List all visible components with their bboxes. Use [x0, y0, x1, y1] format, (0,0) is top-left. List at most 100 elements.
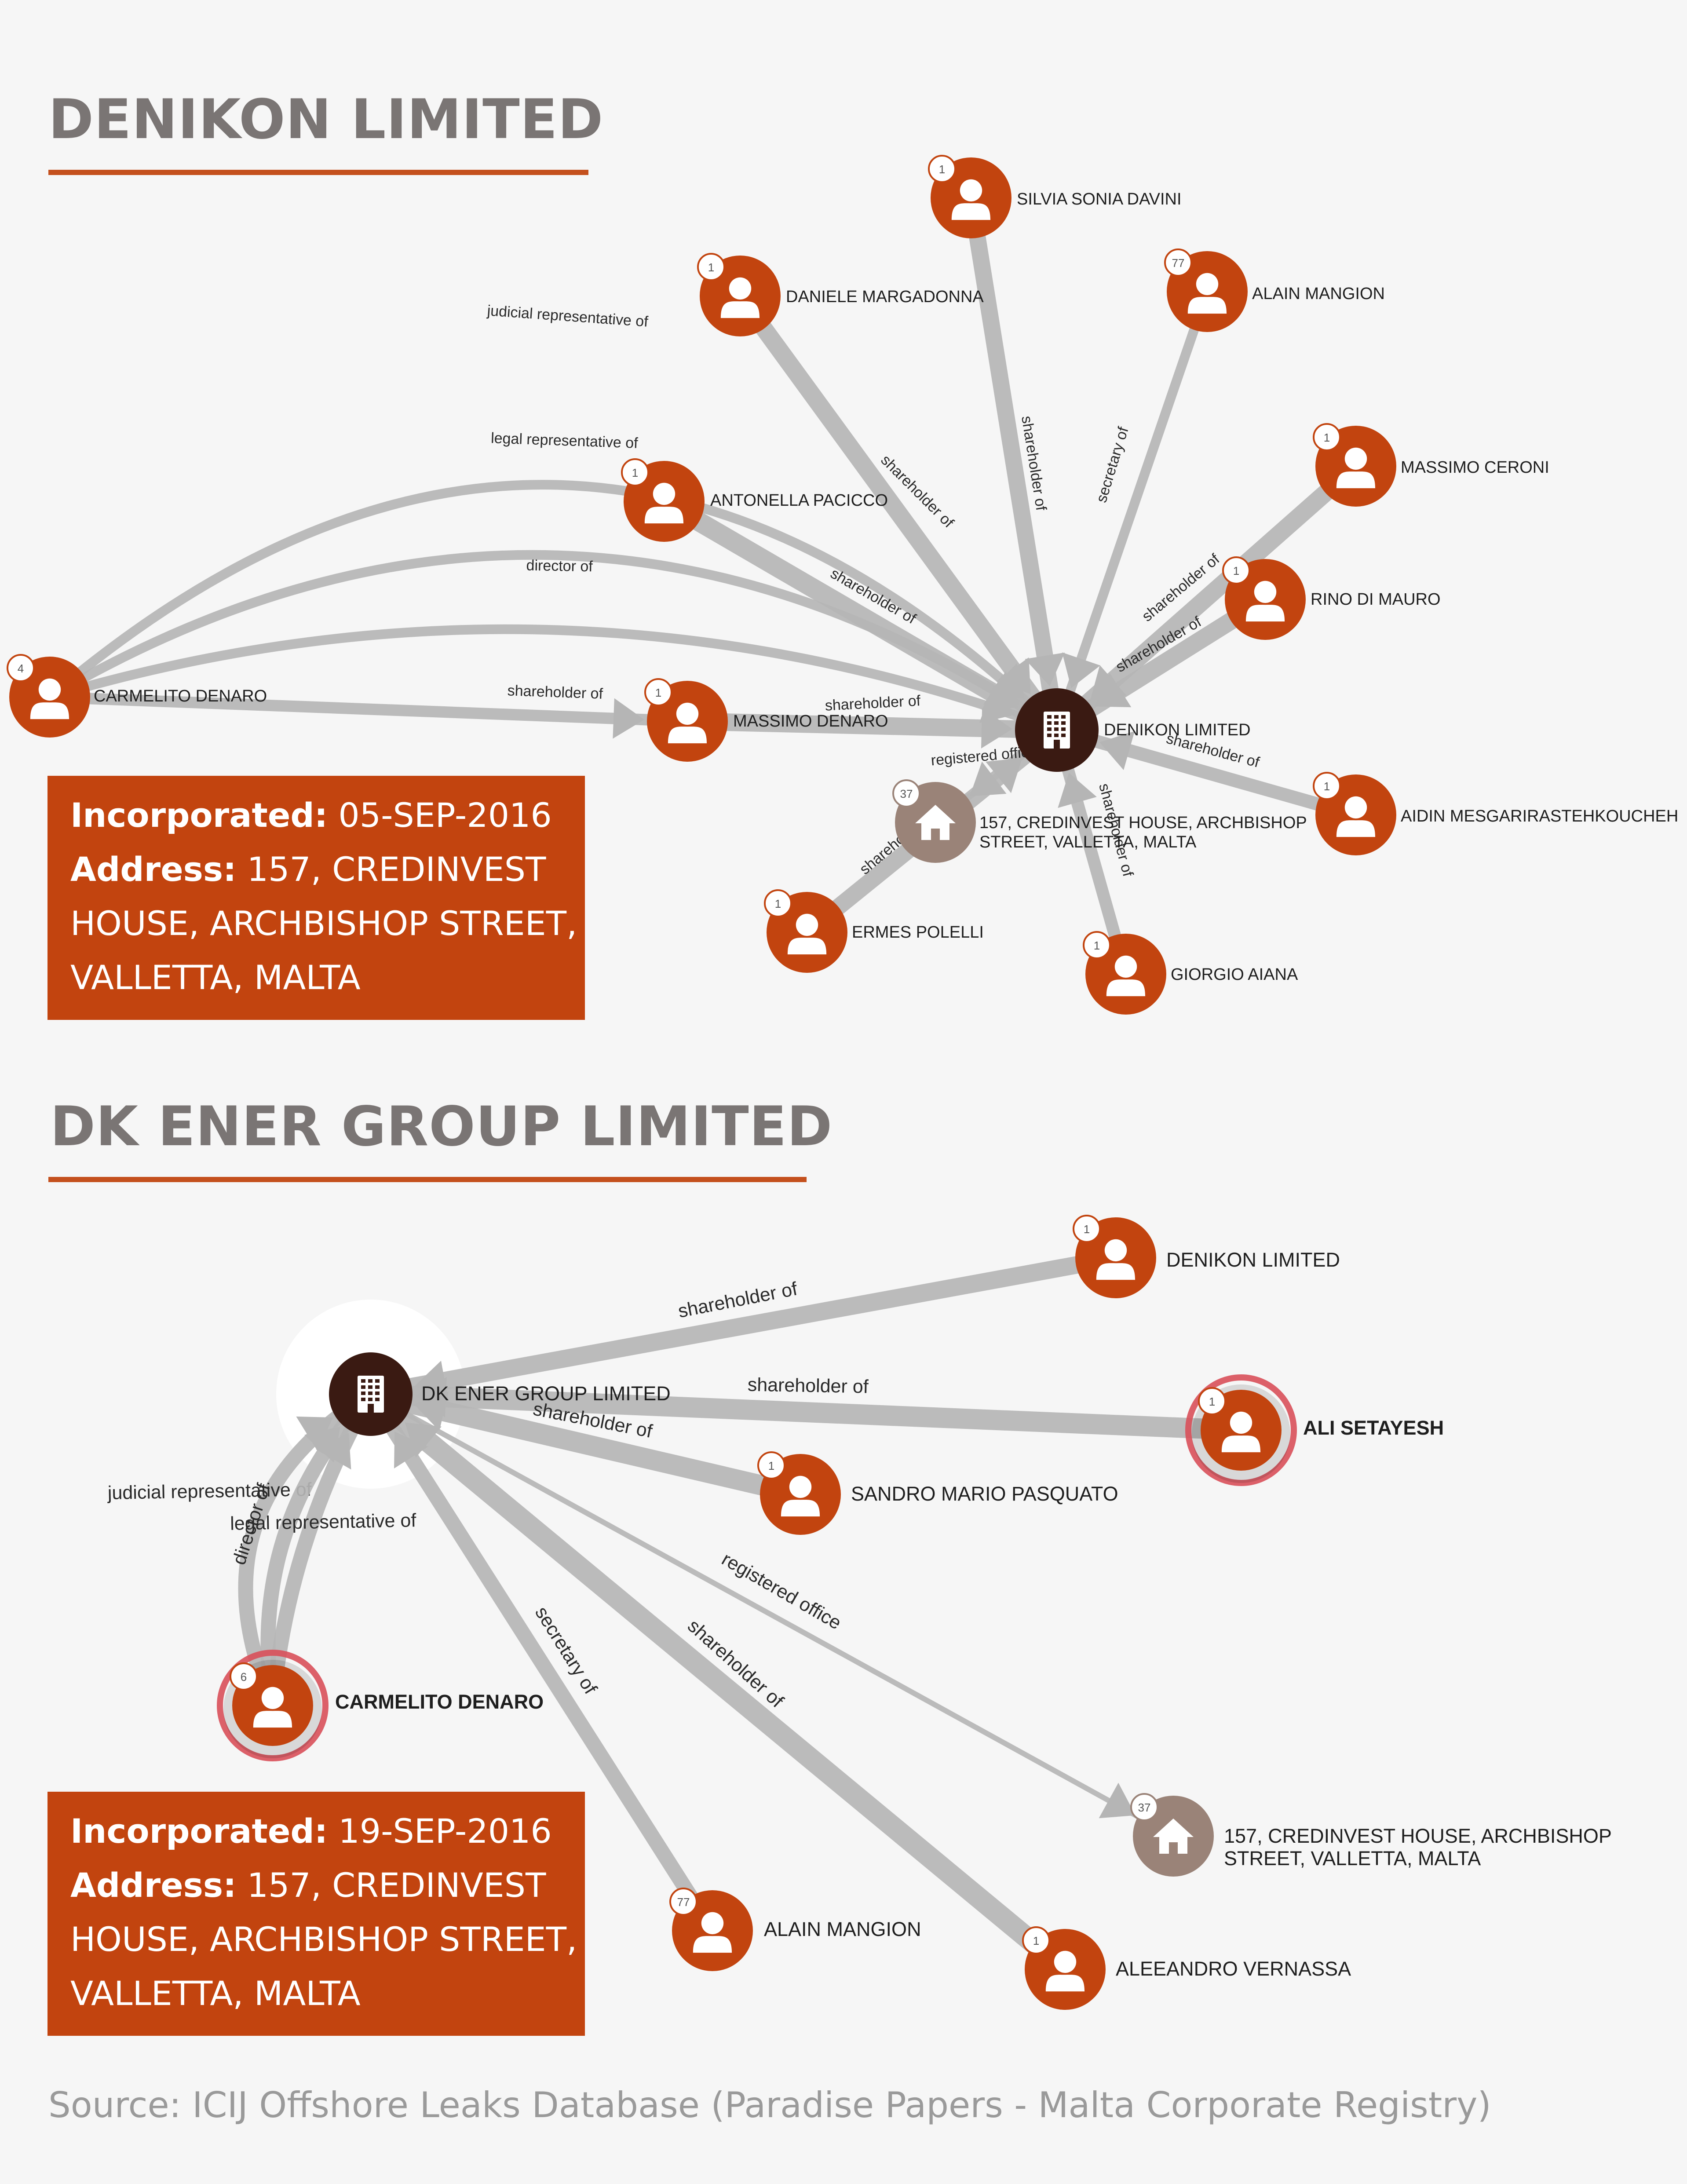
person-icon — [1336, 796, 1376, 837]
edge-arrow — [981, 708, 1013, 749]
count-badge — [621, 458, 649, 486]
count-badge — [1198, 1387, 1226, 1415]
count-badge-text: 6 — [241, 1670, 247, 1684]
count-badge — [1164, 248, 1192, 277]
node-label: SANDRO MARIO PASQUATO — [851, 1483, 1118, 1505]
incorporated-date: 05-SEP-2016 — [338, 796, 552, 835]
edge-arrow — [1099, 1782, 1136, 1819]
house-icon — [915, 805, 956, 840]
node-label: ALAIN MANGION — [1252, 285, 1385, 303]
count-badge — [928, 155, 956, 183]
person-icon — [644, 482, 684, 524]
count-badge — [644, 678, 672, 706]
incorporated-line: Incorporated: 19-SEP-2016 — [70, 1804, 562, 1858]
edge-arrow — [414, 1391, 449, 1431]
person-icon — [1106, 955, 1146, 997]
count-badge-text: 1 — [775, 897, 781, 910]
edge-label: legal representative of — [491, 430, 639, 452]
edge-arrow — [996, 657, 1031, 694]
count-badge — [1073, 1215, 1101, 1243]
edge-arrow — [316, 1432, 351, 1470]
source-note: Source: ICIJ Offshore Leaks Database (Pa… — [48, 2085, 1491, 2126]
count-badge — [1313, 423, 1341, 451]
person-icon — [781, 1475, 820, 1517]
node-label: STREET, VALLETTA, MALTA — [1224, 1847, 1481, 1870]
edge-line — [654, 492, 1066, 740]
address-label: Address: — [70, 1866, 237, 1905]
address-line: Address: 157, CREDINVEST — [70, 1858, 562, 1912]
count-badge — [1130, 1793, 1158, 1821]
graph-title-denikon: DENIKON LIMITED — [48, 88, 604, 151]
company-node[interactable]: DENIKON LIMITED — [1015, 688, 1251, 772]
count-badge-text: 1 — [1324, 780, 1330, 793]
node-label: DENIKON LIMITED — [1104, 721, 1251, 739]
count-badge — [230, 1662, 258, 1691]
person-icon — [253, 1687, 292, 1728]
count-badge-text: 37 — [900, 787, 913, 800]
person-icon — [1045, 1950, 1085, 1992]
count-badge-text: 77 — [677, 1895, 690, 1909]
count-badge — [7, 654, 35, 682]
count-badge — [757, 1451, 785, 1479]
count-badge-text: 1 — [1094, 939, 1100, 952]
node-label: 157, CREDINVEST HOUSE, ARCHBISHOP — [1224, 1825, 1612, 1847]
graph-title-dkener: DK ENER GROUP LIMITED — [50, 1095, 833, 1158]
count-badge-text: 1 — [1209, 1395, 1215, 1408]
node-label: DANIELE MARGADONNA — [786, 288, 984, 306]
node-label: GIORGIO AIANA — [1171, 965, 1298, 984]
person-icon — [720, 277, 760, 318]
node-label: STREET, VALLETTA, MALTA — [979, 833, 1197, 851]
node-label: DK ENER GROUP LIMITED — [421, 1382, 671, 1405]
count-badge-text: 1 — [708, 261, 714, 274]
company-node[interactable]: DK ENER GROUP LIMITED — [329, 1352, 671, 1436]
node-label: MASSIMO DENARO — [733, 712, 888, 730]
person-icon — [668, 702, 707, 744]
count-badge — [1313, 772, 1341, 800]
incorporated-label: Incorporated: — [70, 1811, 328, 1851]
edge-label: director of — [526, 557, 593, 575]
edge-arrow — [969, 761, 1007, 796]
node-label: SILVIA SONIA DAVINI — [1017, 190, 1182, 208]
address-line-2: HOUSE, ARCHBISHOP STREET, — [70, 904, 577, 943]
edge-line — [45, 480, 1062, 735]
person-icon — [1336, 447, 1376, 489]
count-badge — [1222, 556, 1250, 584]
edge-label: secretary of — [1093, 425, 1132, 504]
count-badge — [697, 253, 725, 281]
edge-line — [368, 1391, 1176, 1839]
address-line-3: VALLETTA, MALTA — [70, 958, 361, 997]
person-icon — [1187, 273, 1227, 314]
edge-line — [45, 624, 1062, 735]
edge-label: judicial representative of — [107, 1479, 313, 1504]
edge-arrow — [613, 698, 645, 739]
person-icon — [693, 1912, 732, 1953]
edge-line — [360, 1384, 1076, 1980]
count-badge — [1083, 931, 1111, 959]
edge-label: shareholder of — [825, 692, 921, 714]
count-badge — [1022, 1926, 1050, 1954]
edge-arrow — [1025, 652, 1065, 687]
count-badge-text: 1 — [1324, 431, 1330, 444]
count-badge-text: 1 — [939, 163, 945, 176]
title-underline — [48, 170, 588, 175]
